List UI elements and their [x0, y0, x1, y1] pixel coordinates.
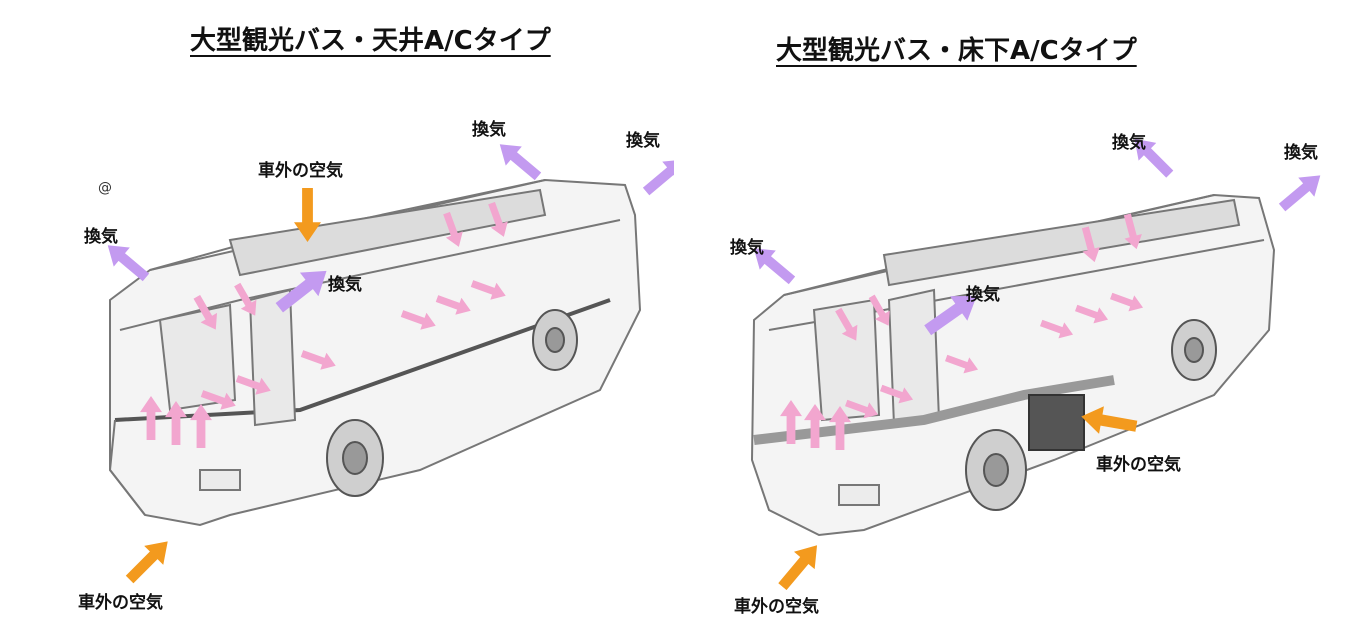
bus-body [750, 193, 1276, 537]
purple-arrow-icon [1274, 165, 1329, 218]
wheels [965, 319, 1217, 511]
wheels [326, 309, 578, 497]
outside-air-label: 車外の空気 [1096, 455, 1181, 475]
orange-arrow-icon [772, 536, 828, 596]
exhaust-label: 換気 [626, 131, 660, 151]
panel-title: 大型観光バス・天井A/Cタイプ [190, 26, 551, 56]
exhaust-label: 換気 [84, 227, 118, 247]
purple-arrow-icon [638, 149, 674, 202]
orange-arrow-icon [120, 531, 178, 590]
exhaust-label: 換気 [966, 285, 1000, 305]
exhaust-label: 換気 [1284, 143, 1318, 163]
exhaust-label: 換気 [472, 120, 506, 140]
panel-title: 大型観光バス・床下A/Cタイプ [776, 36, 1137, 66]
outside-air-label: 車外の空気 [258, 161, 343, 181]
exhaust-label: 換気 [328, 275, 362, 295]
outside-air-label: 車外の空気 [78, 593, 163, 613]
exhaust-label: 換気 [1112, 133, 1146, 153]
underfloor-ac-panel: 大型観光バス・床下A/Cタイプ [674, 0, 1348, 625]
exhaust-label: 換気 [730, 238, 764, 258]
roof-ac-bus-diagram [99, 134, 674, 590]
underfloor-ac-bus-diagram [745, 129, 1329, 596]
purple-arrow-icon [491, 134, 547, 186]
outside-air-label: 車外の空気 [734, 597, 819, 617]
roof-ac-panel: 大型観光バス・天井A/Cタイプ @ [78, 26, 674, 613]
stray-mark: @ [98, 180, 112, 196]
